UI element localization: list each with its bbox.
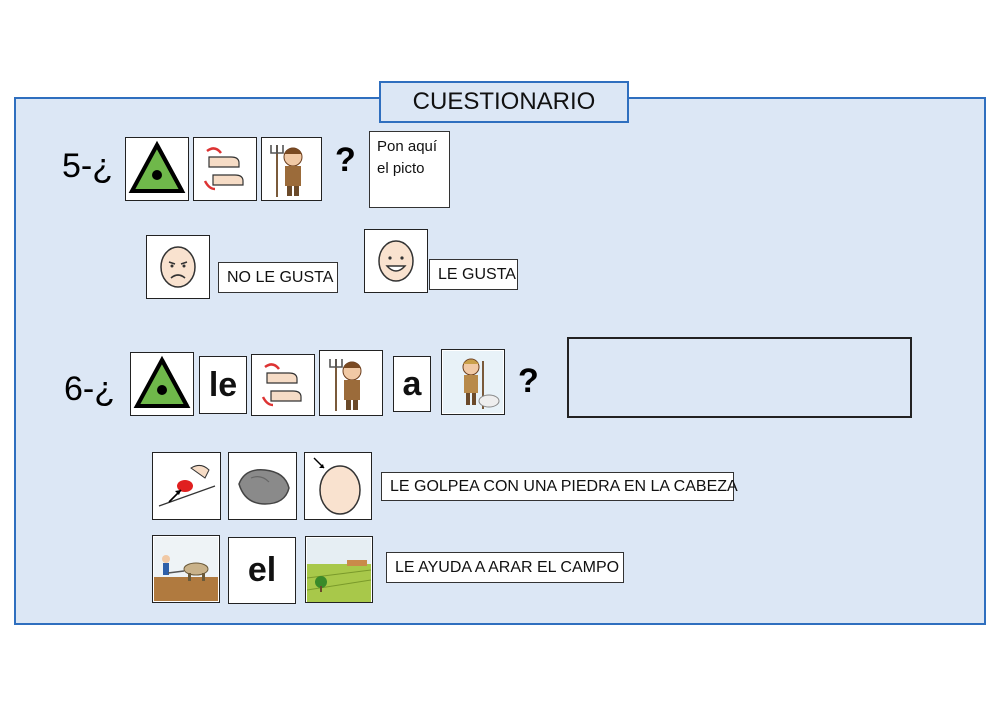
q5-prefix: 5-¿ — [62, 147, 113, 185]
word-a: a — [393, 356, 431, 412]
farmer-man-icon — [261, 137, 322, 201]
q6-question-mark: ? — [518, 362, 539, 400]
like-hands-icon — [251, 354, 315, 416]
farmer-man-icon — [319, 350, 383, 416]
field-icon[interactable] — [305, 536, 373, 603]
what-triangle-icon — [125, 137, 189, 201]
hit-icon[interactable] — [152, 452, 221, 520]
q5-question-mark: ? — [335, 141, 356, 179]
page-title: CUESTIONARIO — [379, 81, 629, 123]
option-no-le-gusta[interactable]: NO LE GUSTA — [218, 262, 338, 293]
option-le-gusta[interactable]: LE GUSTA — [429, 259, 518, 290]
head-icon[interactable] — [304, 452, 372, 520]
plough-icon[interactable] — [152, 535, 220, 603]
drop-zone-text: Pon aquí el picto — [377, 138, 438, 177]
q6-prefix: 6-¿ — [64, 370, 115, 408]
option-le-ayuda[interactable]: LE AYUDA A ARAR EL CAMPO — [386, 552, 624, 583]
q6-answer-drop-zone[interactable] — [567, 337, 912, 418]
stone-icon[interactable] — [228, 452, 297, 520]
like-hands-icon — [193, 137, 257, 201]
what-triangle-icon — [130, 352, 194, 416]
shepherd-boy-icon — [441, 349, 505, 415]
sad-face-icon[interactable] — [146, 235, 210, 299]
q5-drop-zone[interactable]: Pon aquí el picto — [369, 131, 450, 208]
happy-face-icon[interactable] — [364, 229, 428, 293]
word-el[interactable]: el — [228, 537, 296, 604]
word-le: le — [199, 356, 247, 414]
option-le-golpea[interactable]: LE GOLPEA CON UNA PIEDRA EN LA CABEZA — [381, 472, 738, 501]
